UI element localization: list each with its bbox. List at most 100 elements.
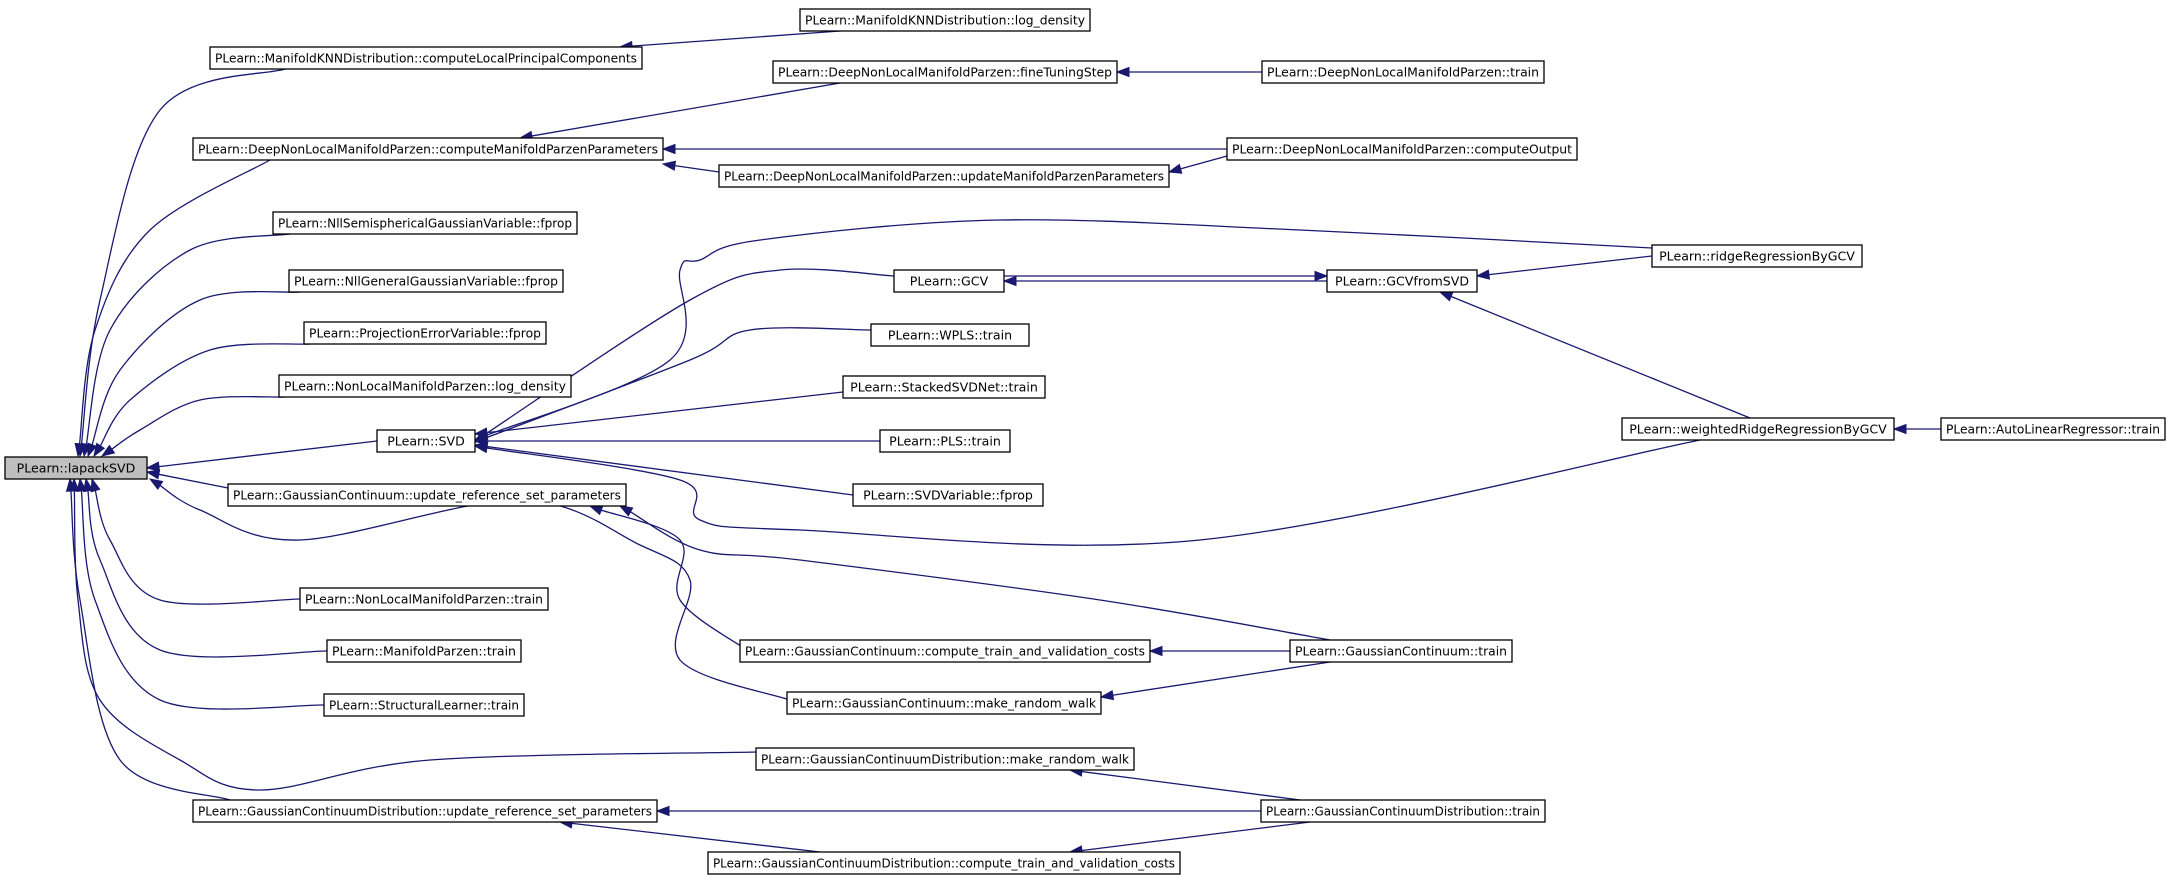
node-box	[772, 60, 1118, 84]
node-label: PLearn::GaussianContinuum::update_refere…	[233, 488, 621, 503]
node-label: PLearn::ManifoldParzen::train	[332, 644, 516, 659]
node-mknn_logd[interactable]: PLearn::ManifoldKNNDistribution::log_den…	[799, 8, 1091, 32]
node-gcvfromsvd[interactable]: PLearn::GCVfromSVD	[1326, 269, 1478, 293]
edge-line	[156, 440, 378, 468]
edge-projerr-to-lapackSVD	[93, 343, 311, 458]
node-label: PLearn::lapackSVD	[17, 461, 136, 476]
node-mknn_clpc[interactable]: PLearn::ManifoldKNNDistribution::compute…	[209, 46, 643, 70]
arrowhead-icon	[90, 477, 101, 493]
node-gcv[interactable]: PLearn::GCV	[893, 269, 1005, 293]
node-box	[299, 587, 549, 611]
arrowhead-icon	[74, 442, 85, 458]
node-mp_train[interactable]: PLearn::ManifoldParzen::train	[326, 639, 522, 663]
node-box	[303, 321, 547, 345]
node-box	[1261, 60, 1545, 84]
edge-line	[1079, 821, 1311, 852]
edge-mknn_clpc-to-lapackSVD	[76, 68, 286, 458]
arrowhead-icon	[1438, 291, 1454, 302]
node-nlmp_train[interactable]: PLearn::NonLocalManifoldParzen::train	[299, 587, 549, 611]
node-gc_mrw[interactable]: PLearn::GaussianContinuum::make_random_w…	[786, 691, 1102, 715]
node-box	[272, 211, 578, 235]
node-dnlmp_umpp[interactable]: PLearn::DeepNonLocalManifoldParzen::upda…	[718, 164, 1170, 188]
node-dnlmp_fts[interactable]: PLearn::DeepNonLocalManifoldParzen::fine…	[772, 60, 1118, 84]
node-label: PLearn::GaussianContinuum::compute_train…	[745, 644, 1145, 659]
edge-dnlmp_fts-to-dnlmp_cmpp	[518, 82, 841, 142]
node-svd[interactable]: PLearn::SVD	[376, 429, 476, 453]
edge-line	[484, 327, 872, 440]
node-box	[1651, 244, 1863, 268]
node-box	[755, 747, 1135, 771]
node-box	[1940, 417, 2166, 441]
edge-line	[90, 290, 301, 447]
node-nllgen[interactable]: PLearn::NllGeneralGaussianVariable::fpro…	[288, 269, 564, 293]
edge-gcv-to-svd	[473, 268, 895, 442]
node-box	[192, 137, 664, 161]
node-gcd_ctvc[interactable]: PLearn::GaussianContinuumDistribution::c…	[707, 851, 1181, 875]
node-gcd_train[interactable]: PLearn::GaussianContinuumDistribution::t…	[1260, 799, 1546, 823]
arrowhead-icon	[1475, 269, 1491, 280]
node-box	[4, 456, 148, 480]
node-label: PLearn::PLS::train	[889, 434, 1001, 449]
node-nlmp_logd[interactable]: PLearn::NonLocalManifoldParzen::log_dens…	[278, 374, 572, 398]
node-gc_ctvc[interactable]: PLearn::GaussianContinuum::compute_train…	[739, 639, 1151, 663]
edge-gcd_ursp-to-lapackSVD	[65, 477, 231, 801]
node-sl_train[interactable]: PLearn::StructuralLearner::train	[323, 693, 525, 717]
node-ssvdnet[interactable]: PLearn::StackedSVDNet::train	[842, 375, 1046, 399]
node-box	[227, 483, 627, 507]
node-projerr[interactable]: PLearn::ProjectionErrorVariable::fprop	[303, 321, 547, 345]
arrowhead-icon	[76, 477, 87, 493]
node-ridge[interactable]: PLearn::ridgeRegressionByGCV	[1651, 244, 1863, 268]
node-dnlmp_cmpp[interactable]: PLearn::DeepNonLocalManifoldParzen::comp…	[192, 137, 664, 161]
node-box	[192, 799, 658, 823]
node-label: PLearn::GaussianContinuumDistribution::t…	[1266, 804, 1540, 819]
node-gcd_mrw[interactable]: PLearn::GaussianContinuumDistribution::m…	[755, 747, 1135, 771]
node-label: PLearn::GaussianContinuumDistribution::c…	[713, 856, 1175, 871]
node-label: PLearn::DeepNonLocalManifoldParzen::comp…	[198, 142, 658, 157]
node-gc_ursp[interactable]: PLearn::GaussianContinuum::update_refere…	[227, 483, 627, 507]
node-autolin[interactable]: PLearn::AutoLinearRegressor::train	[1940, 417, 2166, 441]
edge-dnlmp_cmpp-to-lapackSVD	[74, 159, 271, 458]
node-dnlmp_co[interactable]: PLearn::DeepNonLocalManifoldParzen::comp…	[1226, 137, 1578, 161]
node-svdvar[interactable]: PLearn::SVDVariable::fprop	[852, 483, 1044, 507]
edge-line	[98, 343, 311, 448]
edge-line	[484, 445, 854, 496]
arrowhead-icon	[1002, 275, 1017, 287]
edge-mp_train-to-lapackSVD	[82, 477, 328, 658]
node-box	[1260, 799, 1546, 823]
edge-autolin-to-wridge	[1892, 423, 1941, 435]
edge-wridge-to-gcvfromsvd	[1438, 291, 1751, 419]
edge-line	[569, 822, 821, 853]
node-label: PLearn::DeepNonLocalManifoldParzen::fine…	[778, 65, 1112, 80]
arrowhead-icon	[82, 477, 94, 493]
node-box	[739, 639, 1151, 663]
edge-line	[78, 159, 271, 447]
arrowhead-icon	[100, 444, 116, 457]
node-dnlmp_train[interactable]: PLearn::DeepNonLocalManifoldParzen::trai…	[1261, 60, 1545, 84]
node-wpls[interactable]: PLearn::WPLS::train	[870, 323, 1030, 347]
node-gc_train[interactable]: PLearn::GaussianContinuum::train	[1289, 639, 1513, 663]
node-box	[707, 851, 1181, 875]
edge-svd-to-lapackSVD	[145, 440, 378, 472]
node-lapackSVD[interactable]: PLearn::lapackSVD	[4, 456, 148, 480]
edge-line	[1486, 255, 1653, 276]
node-pls[interactable]: PLearn::PLS::train	[879, 429, 1011, 453]
arrowhead-icon	[65, 477, 77, 492]
edge-line	[1079, 770, 1301, 801]
node-wridge[interactable]: PLearn::weightedRidgeRegressionByGCV	[1621, 417, 1895, 441]
node-label: PLearn::NonLocalManifoldParzen::train	[305, 592, 543, 607]
node-gcd_ursp[interactable]: PLearn::GaussianContinuumDistribution::u…	[192, 799, 658, 823]
edge-line	[85, 233, 291, 447]
edge-line	[483, 268, 895, 437]
node-nllsemi[interactable]: PLearn::NllSemisphericalGaussianVariable…	[272, 211, 578, 235]
node-label: PLearn::NllGeneralGaussianVariable::fpro…	[294, 274, 558, 289]
edge-gc_train-to-gc_ursp	[618, 505, 1331, 641]
edge-line	[1449, 295, 1751, 419]
edge-gcvfromsvd-to-gcv	[1002, 275, 1327, 287]
edge-ssvdnet-to-svd	[473, 391, 844, 438]
edge-dnlmp_umpp-to-dnlmp_cmpp	[661, 160, 720, 173]
edge-dnlmp_co-to-dnlmp_umpp	[1167, 155, 1228, 174]
node-box	[288, 269, 564, 293]
arrowhead-icon	[618, 505, 634, 517]
arrowhead-icon	[1167, 163, 1183, 174]
node-label: PLearn::NllSemisphericalGaussianVariable…	[278, 216, 572, 231]
